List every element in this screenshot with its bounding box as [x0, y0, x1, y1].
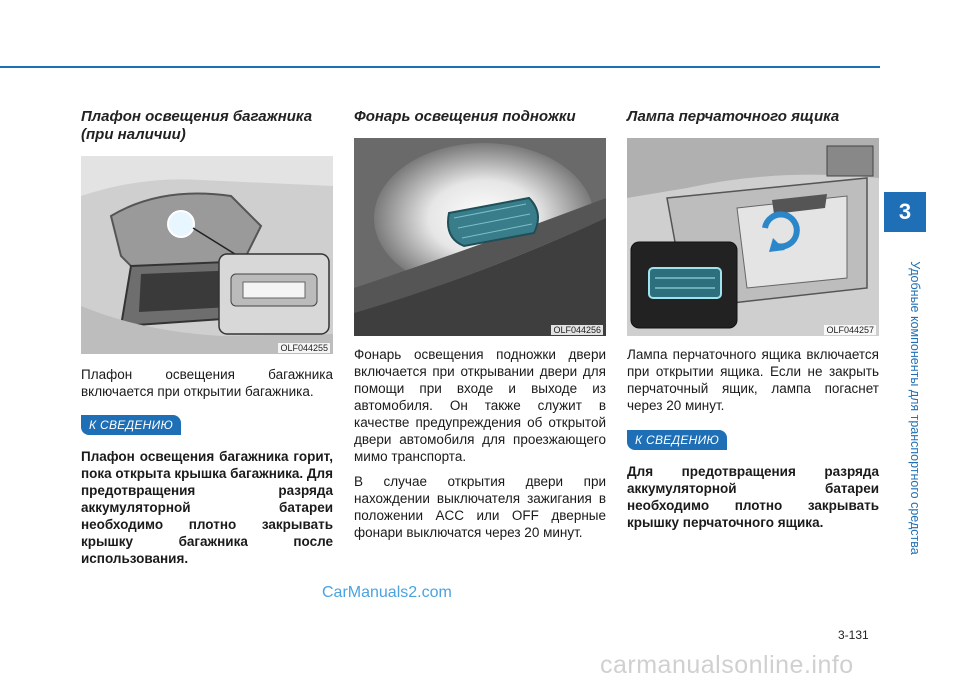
figure-code: OLF044257 [824, 325, 876, 335]
notice-badge: К СВЕДЕНИЮ [627, 430, 728, 450]
section-title: Лампа перчаточного ящика [627, 108, 840, 125]
section-glovebox-lamp: Лампа перчаточного ящика OLF044257 Лампа… [627, 108, 879, 531]
page-number: 3-131 [838, 628, 869, 642]
section-body: Плафон освещения багажника включается пр… [81, 367, 333, 399]
watermark-footer: carmanualsonline.info [600, 651, 854, 679]
glovebox-lamp-figure: OLF044257 [627, 138, 879, 336]
header-rule [0, 66, 880, 68]
watermark-link[interactable]: CarManuals2.com [322, 584, 452, 601]
notice-text: Для предотвращения разряда аккумуляторно… [627, 464, 879, 530]
trunk-light-figure: OLF044255 [81, 156, 333, 354]
notice-text: Плафон освещения багажника горит, пока о… [81, 449, 333, 566]
chapter-title-text: Удобные компоненты для транспортного сре… [908, 261, 922, 555]
glovebox-illustration [627, 138, 879, 336]
chapter-tab: 3 [884, 192, 926, 232]
section-puddle-lamp: Фонарь освещения подножки OLF044256 Фона… [354, 108, 606, 541]
section-title: Фонарь освещения подножки [354, 108, 576, 125]
notice-badge: К СВЕДЕНИЮ [81, 415, 182, 435]
figure-code: OLF044255 [278, 343, 330, 353]
car-trunk-illustration [81, 156, 333, 354]
section-body: Лампа перчаточного ящика включается при … [627, 347, 879, 413]
section-body: В случае открытия двери при нахождении в… [354, 474, 606, 540]
section-trunk-light: Плафон освещения багажника (при наличии)… [81, 108, 333, 567]
section-body: Фонарь освещения подножки двери включает… [354, 347, 606, 464]
chapter-title: Удобные компоненты для транспортного сре… [907, 248, 923, 568]
puddle-lamp-figure: OLF044256 [354, 138, 606, 336]
door-puddle-lamp-illustration [354, 138, 606, 336]
figure-code: OLF044256 [551, 325, 603, 335]
section-title: Плафон освещения багажника (при наличии) [81, 108, 313, 143]
